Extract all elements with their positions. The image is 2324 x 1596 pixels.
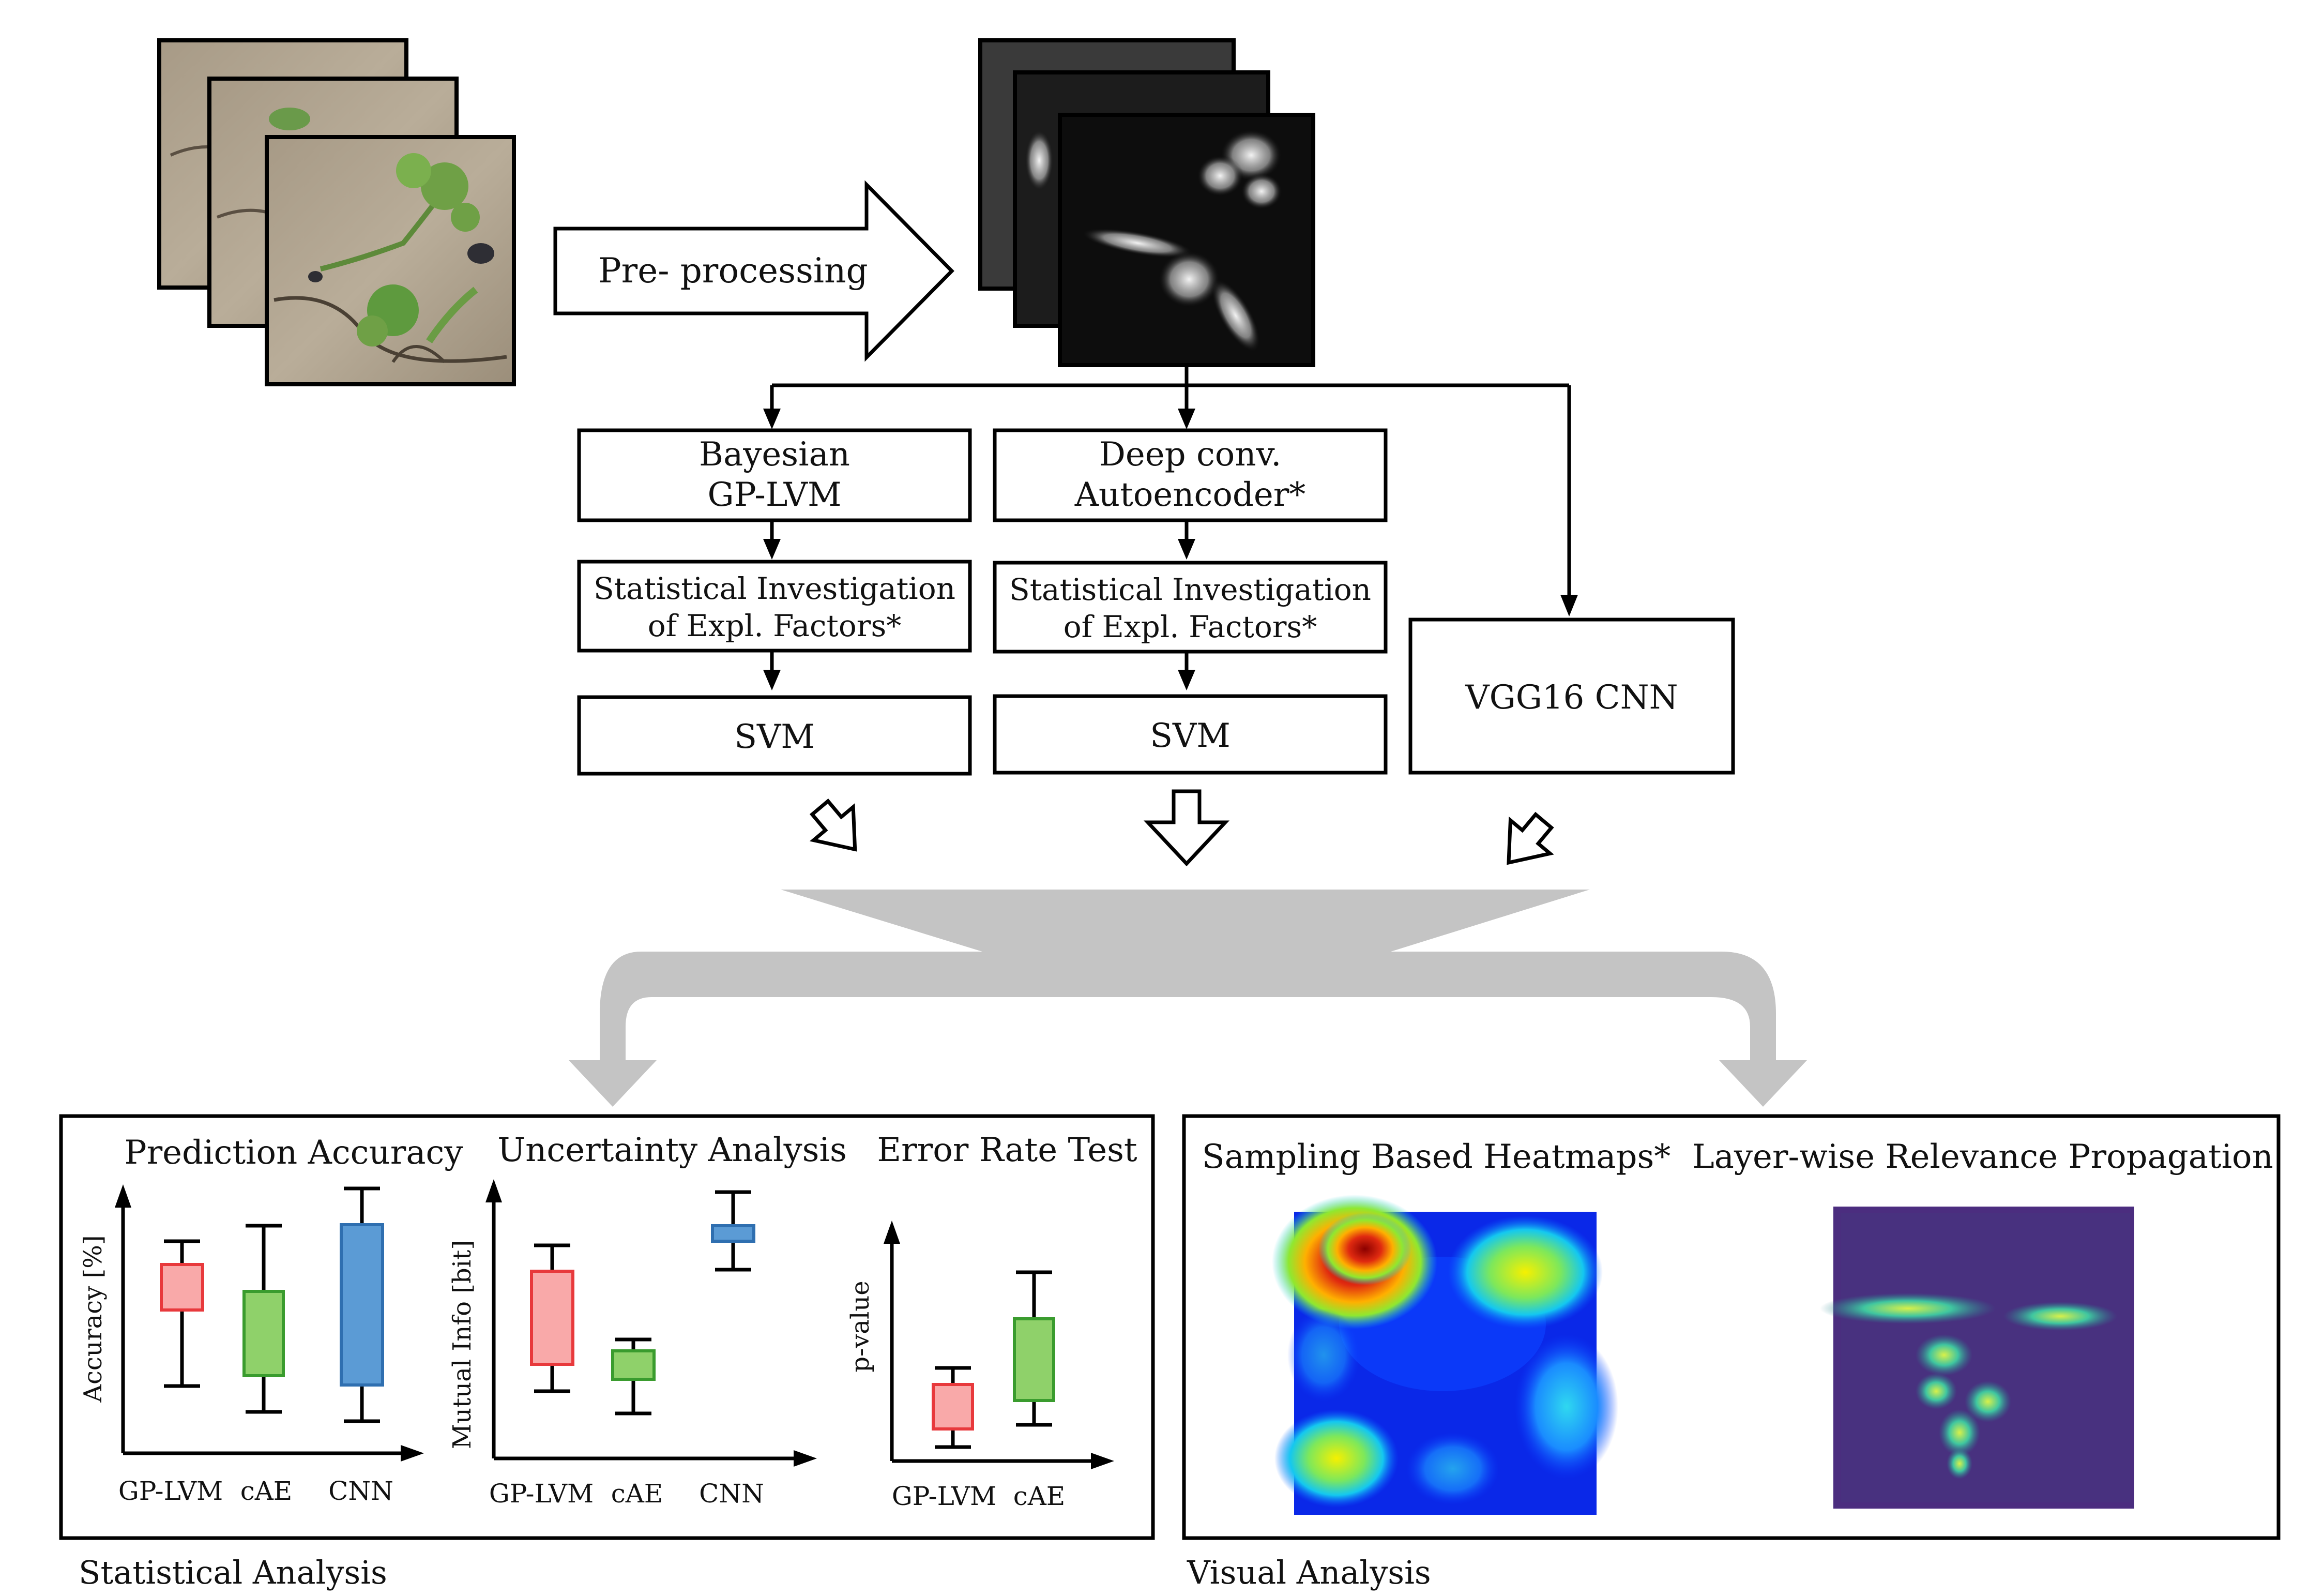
statistical-analysis-panel: Statistical Analysis Prediction Accuracy… <box>59 1114 1155 1591</box>
chart1-cat-gplvm: GP-LVM <box>118 1476 223 1506</box>
chart1-cat-cnn: CNN <box>328 1476 393 1506</box>
autoencoder-line1: Deep conv. <box>1099 435 1282 474</box>
processed-image-stack <box>978 38 1315 367</box>
preprocessing-label: Pre- processing <box>598 251 868 291</box>
branch-vgg: VGG16 CNN <box>1408 618 1735 775</box>
svm-left-label: SVM <box>734 718 815 756</box>
chart2-cat-cae: cAE <box>611 1479 663 1509</box>
input-photo-stack <box>157 38 516 386</box>
chart3-title: Error Rate Test <box>877 1131 1137 1169</box>
branch-gplvm: Bayesian GP-LVM Statistical Investigatio… <box>577 428 972 776</box>
chart2-ylabel: Mutual Info [bit] <box>448 1240 477 1449</box>
chart1-cat-cae: cAE <box>240 1476 293 1506</box>
lrp-relevance-image <box>1820 1207 2134 1509</box>
visual-panel-caption: Visual Analysis <box>1187 1554 1431 1591</box>
stat-left-line2: of Expl. Factors* <box>648 608 902 643</box>
box-gplvm-error <box>932 1366 974 1449</box>
svm-mid-label: SVM <box>1150 717 1231 755</box>
branch-autoencoder: Deep conv. Autoencoder* Statistical Inve… <box>993 428 1388 775</box>
autoencoder-line2: Autoencoder* <box>1074 476 1306 514</box>
hollow-arrow-middle <box>1143 789 1230 867</box>
sampling-heatmap-image <box>1272 1195 1618 1515</box>
stat-left-box <box>577 560 972 653</box>
gplvm-line2: GP-LVM <box>708 476 842 514</box>
heatmap-title: Sampling Based Heatmaps* <box>1202 1138 1671 1176</box>
box-cnn-uncertainty <box>711 1190 755 1272</box>
stat-mid-box <box>993 561 1388 654</box>
statistical-panel-caption: Statistical Analysis <box>79 1554 387 1591</box>
statistical-panel-frame <box>59 1114 1155 1540</box>
box-cae-error <box>1013 1270 1055 1427</box>
box-gplvm-uncertainty <box>530 1243 574 1393</box>
box-gplvm-accuracy <box>160 1239 204 1388</box>
chart-prediction-accuracy: Prediction Accuracy Accuracy [%] <box>79 1134 463 1506</box>
chart1-ylabel: Accuracy [%] <box>79 1235 108 1403</box>
box-cae-uncertainty <box>611 1337 656 1416</box>
stat-left-line1: Statistical Investigation <box>594 571 955 606</box>
weed-plant-icon <box>320 153 480 347</box>
preprocessing-arrow: Pre- processing <box>553 180 954 362</box>
hollow-arrow-left <box>809 799 857 852</box>
chart2-cat-gplvm: GP-LVM <box>489 1479 594 1509</box>
chart3-ylabel: p-value <box>846 1281 875 1372</box>
arrowheads-top <box>763 409 1578 616</box>
svm-mid-box <box>993 694 1388 775</box>
gplvm-line1: Bayesian <box>699 435 850 474</box>
lrp-title: Layer-wise Relevance Propagation <box>1692 1138 2273 1176</box>
svm-left-box <box>577 695 972 776</box>
box-cnn-accuracy <box>340 1186 384 1423</box>
chart3-cat-cae: cAE <box>1013 1481 1066 1511</box>
chart-error-rate-test: Error Rate Test p-value GP-LVM cAE <box>846 1131 1137 1511</box>
autoencoder-box <box>993 428 1388 522</box>
stat-mid-line2: of Expl. Factors* <box>1064 609 1317 644</box>
chart2-title: Uncertainty Analysis <box>497 1131 847 1169</box>
processed-plant-shape <box>1081 129 1282 352</box>
stat-mid-line1: Statistical Investigation <box>1009 572 1371 607</box>
vgg-label: VGG16 CNN <box>1465 679 1678 717</box>
chart2-cat-cnn: CNN <box>699 1479 764 1509</box>
hollow-arrow-right <box>1507 811 1554 865</box>
chart-uncertainty-analysis: Uncertainty Analysis Mutual Info [bit] <box>448 1131 847 1509</box>
gray-funnel-arrow <box>569 890 1807 1107</box>
chart3-cat-gplvm: GP-LVM <box>892 1481 996 1511</box>
gplvm-box <box>577 428 972 522</box>
vgg-box <box>1408 618 1735 775</box>
box-cae-accuracy <box>242 1224 285 1414</box>
visual-analysis-panel: Visual Analysis Sampling Based Heatmaps*… <box>1182 1114 2281 1591</box>
chart1-title: Prediction Accuracy <box>125 1134 463 1172</box>
